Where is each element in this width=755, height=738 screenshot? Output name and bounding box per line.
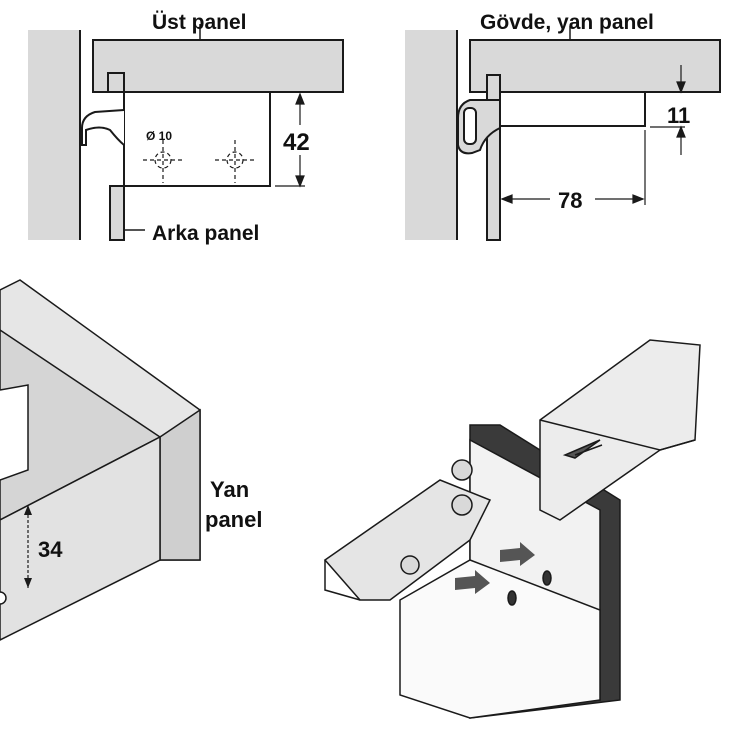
detail-left: Üst panel Arka panel Ø 10 42 <box>28 11 344 245</box>
mounting-plate <box>123 91 271 187</box>
cover-cap <box>539 339 701 521</box>
arrow-icon <box>455 570 490 594</box>
hole <box>143 140 255 183</box>
side-panel-label-line1: Yan <box>210 477 249 502</box>
arrow-icon <box>562 439 603 459</box>
offset-dimension-label: 11 <box>667 103 690 128</box>
wall <box>405 30 457 240</box>
depth-dimension-label: 78 <box>558 188 582 213</box>
detail-right: Gövde, yan panel 11 78 <box>405 11 721 241</box>
dimension-11 <box>650 65 686 155</box>
hinge-3d-view <box>323 339 701 719</box>
mounting-box <box>399 559 601 719</box>
back-panel-label: Arka panel <box>152 222 259 245</box>
top-panel-label: Üst panel <box>152 11 247 34</box>
height-dimension-label: 34 <box>38 537 63 562</box>
wall <box>28 30 80 240</box>
arrow-icon <box>500 542 535 566</box>
hole-diameter-label: Ø 10 <box>146 129 172 143</box>
top-panel <box>92 39 344 93</box>
height-dimension-label: 42 <box>283 129 310 156</box>
side-panel-label: Gövde, yan panel <box>480 11 654 34</box>
dimension-78 <box>500 130 646 205</box>
back-panel <box>109 185 125 241</box>
mounting-bar <box>499 91 646 127</box>
dimension-42 <box>275 92 305 188</box>
side-panel-label-line2: panel <box>205 507 262 532</box>
hook <box>81 109 125 146</box>
iso-left-view: 34 Yan panel <box>0 279 262 641</box>
